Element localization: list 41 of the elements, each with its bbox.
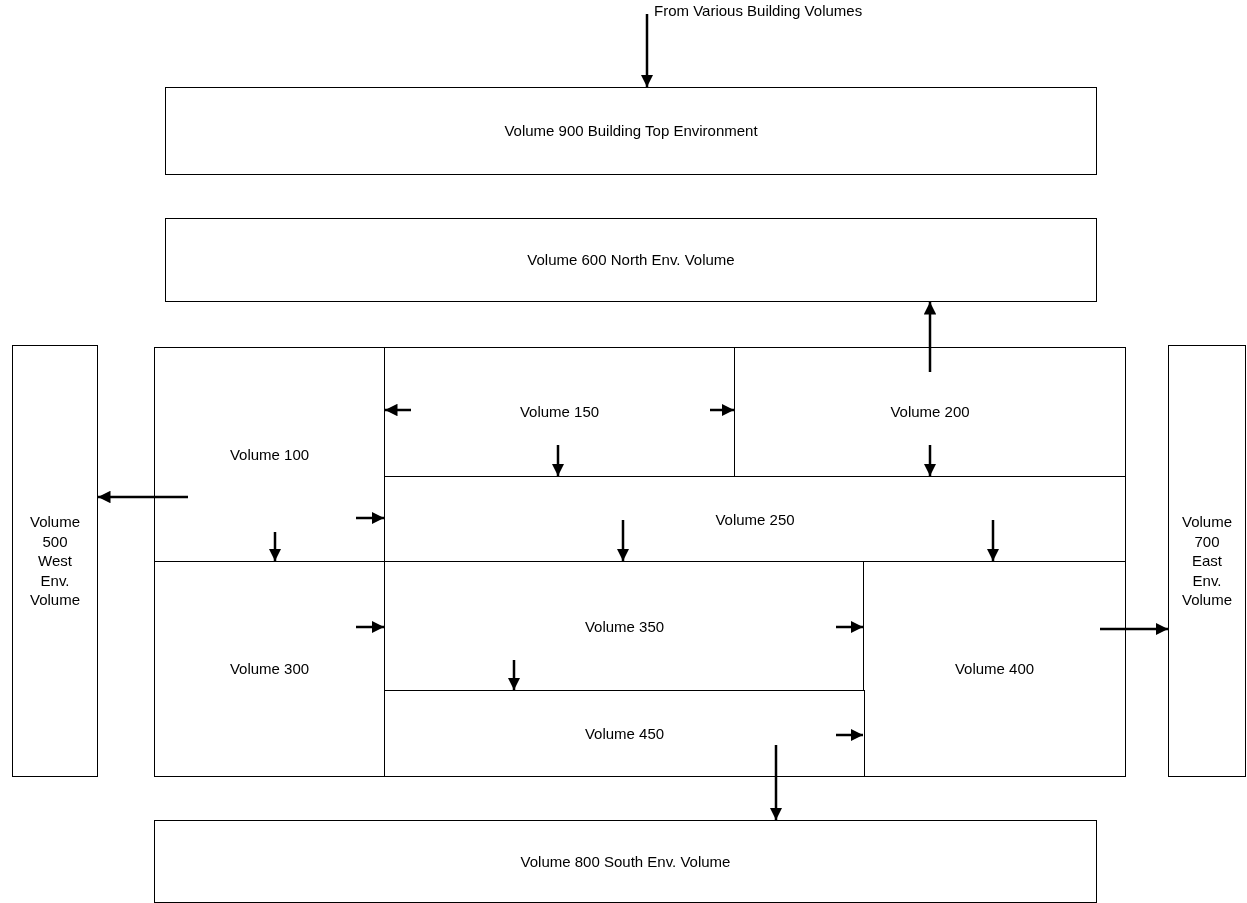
volume-label: Volume 200 [889, 402, 971, 422]
arrow [769, 745, 783, 820]
arrow [640, 14, 654, 87]
volume-label: Volume 450 [583, 723, 666, 744]
volume-label: Volume 250 [714, 509, 796, 530]
volume-box [154, 561, 385, 777]
arrow [616, 520, 630, 561]
arrow [268, 532, 282, 561]
arrow [98, 490, 188, 504]
volume-box [12, 345, 98, 777]
volume-box [165, 218, 1097, 302]
volume-box [1168, 345, 1246, 777]
volume-box [384, 690, 865, 777]
arrow [836, 620, 863, 634]
volume-label: Volume 100 [228, 444, 311, 465]
volume-box [154, 347, 385, 562]
arrow [923, 302, 937, 372]
volume-box [154, 820, 1097, 903]
arrow [385, 403, 411, 417]
arrow [551, 445, 565, 476]
volume-label: Volume 150 [518, 402, 601, 422]
volume-label: Volume 300 [228, 659, 311, 679]
arrow [710, 403, 734, 417]
volume-label: Volume 900 Building Top Environment [503, 121, 759, 141]
volume-label: Volume 800 South Env. Volume [519, 851, 732, 872]
arrow [356, 620, 384, 634]
volume-box [863, 561, 1126, 777]
arrow [1100, 622, 1168, 636]
volume-label: Volume 700 East Env. Volume [1180, 512, 1233, 610]
volume-label: Volume 500 West Env. Volume [28, 512, 81, 610]
arrow [986, 520, 1000, 561]
arrow [836, 728, 863, 742]
volume-label: Volume 350 [583, 616, 666, 637]
arrow [923, 445, 937, 476]
volume-label: Volume 400 [953, 659, 1036, 679]
source-note: From Various Building Volumes [653, 1, 864, 21]
volume-label: Volume 600 North Env. Volume [526, 250, 736, 270]
volume-box [734, 347, 1126, 477]
arrow [507, 660, 521, 690]
volume-box [165, 87, 1097, 175]
arrow [356, 511, 384, 525]
